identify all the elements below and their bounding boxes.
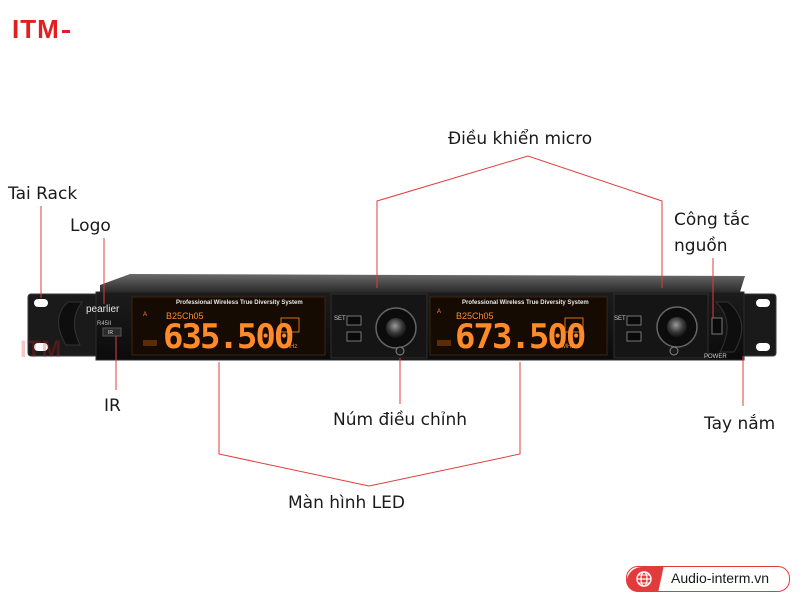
callout-man-hinh-led: Màn hình LED: [288, 493, 406, 513]
callout-logo: Logo: [70, 216, 111, 236]
sync-button-a[interactable]: [395, 346, 405, 356]
callout-dieu-khien-micro: Điều khiển micro: [448, 129, 593, 149]
lcd-a-channel-letter: A: [143, 312, 147, 318]
lcd-a-frequency: 635.500: [163, 317, 293, 357]
ir-window-label: IR: [108, 330, 113, 336]
watermark-logo: ITM: [20, 336, 62, 363]
lcd-b-title: Professional Wireless True Diversity Sys…: [462, 300, 589, 306]
callout-ir: IR: [104, 396, 121, 416]
handle-right: [714, 301, 743, 353]
leader-line-man-hinh-led: [218, 362, 521, 487]
callout-tai-rack: Tai Rack: [8, 184, 78, 204]
rack-hole: [756, 343, 770, 351]
website-text: Audio-interm.vn: [671, 570, 770, 586]
lcd-a-channel: B25Ch05: [166, 311, 204, 321]
handle-left: [58, 301, 84, 346]
power-label: POWER: [704, 354, 727, 360]
website-badge[interactable]: Audio-interm.vn: [624, 566, 790, 592]
lcd-b-channel: B25Ch05: [456, 311, 494, 321]
callout-tay-nam: Tay nắm: [704, 414, 776, 434]
lcd-a-bar: [143, 340, 157, 346]
set-label-a: SET: [334, 316, 346, 322]
callout-cong-tac-nguon-line2: nguồn: [674, 236, 728, 256]
adjust-knob-a[interactable]: [386, 318, 406, 338]
lcd-a-indicator: [280, 317, 300, 333]
brand-logo: ITM: [12, 14, 70, 45]
lcd-b-channel-letter: A: [437, 309, 441, 315]
lcd-a-unit: MHz: [285, 344, 297, 350]
lcd-b-bar: [437, 340, 451, 346]
rack-hole: [34, 299, 48, 307]
device-model: R45II: [97, 321, 112, 327]
chassis-top: [100, 274, 745, 292]
rack-hole: [756, 299, 770, 307]
set-label-b: SET: [614, 316, 626, 322]
ir-window: [102, 327, 122, 337]
lcd-screen-a: [131, 296, 326, 356]
device-brand-name: pearlier: [86, 304, 120, 315]
down-button-b[interactable]: [626, 331, 642, 342]
set-button-b[interactable]: [626, 315, 642, 326]
set-button-a[interactable]: [346, 315, 362, 326]
lcd-a-title: Professional Wireless True Diversity Sys…: [176, 300, 303, 306]
callout-num-dieu-chinh: Núm điều chỉnh: [333, 410, 467, 430]
brand-logo-text: ITM: [12, 14, 60, 44]
sync-button-b[interactable]: [669, 346, 679, 356]
lcd-screen-b: [429, 296, 608, 356]
lcd-b-indicator: [564, 317, 584, 333]
down-button-a[interactable]: [346, 331, 362, 342]
logo-dash-mark: [61, 29, 70, 33]
power-switch[interactable]: [711, 317, 723, 335]
leader-lines: [40, 155, 744, 487]
callout-cong-tac-nguon-line1: Công tắc: [674, 210, 750, 230]
leader-line-dieu-khien-micro: [376, 155, 663, 288]
adjust-knob-b[interactable]: [667, 317, 687, 337]
globe-icon: [624, 567, 664, 591]
rack-hole: [34, 343, 48, 351]
lcd-b-unit: MHz: [562, 344, 574, 350]
